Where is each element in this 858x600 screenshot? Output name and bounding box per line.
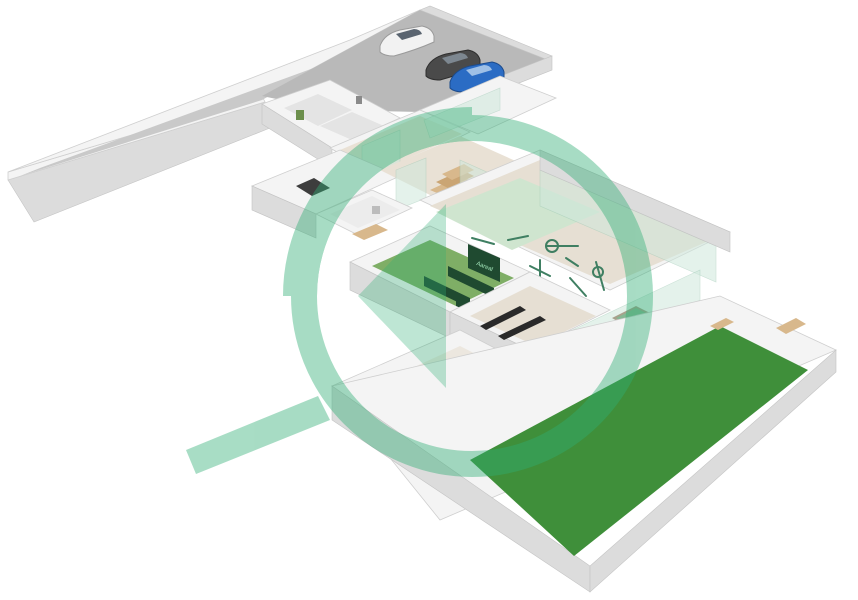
car-grey-windshield — [442, 53, 468, 64]
plant-icon — [296, 110, 304, 120]
bar-counter — [498, 316, 546, 340]
lawn — [470, 326, 808, 556]
garden — [331, 295, 837, 593]
garden-stair — [710, 318, 734, 330]
lift-shaft — [296, 178, 330, 196]
gym — [419, 149, 731, 334]
bench-icon — [471, 237, 495, 245]
service-rooms — [261, 79, 401, 169]
tv-screen: Aareal — [468, 244, 500, 282]
car-blue — [449, 61, 505, 93]
small-stair — [352, 224, 388, 240]
fixture-icon — [356, 96, 362, 104]
bar-counter — [480, 306, 526, 330]
car-white-windshield — [396, 29, 422, 40]
magnifier-watermark-icon — [186, 107, 653, 477]
car-grey — [425, 49, 481, 81]
bike-icon — [569, 277, 587, 297]
toilet-icon — [372, 206, 380, 214]
bench-icon — [507, 235, 529, 241]
driveway-ramp — [7, 9, 421, 223]
car-blue-windshield — [466, 65, 492, 76]
machine-icon — [565, 257, 579, 267]
car-white — [379, 25, 435, 57]
garden-stair — [776, 318, 806, 334]
treadmill-icon — [595, 261, 605, 291]
bathroom — [315, 189, 413, 240]
